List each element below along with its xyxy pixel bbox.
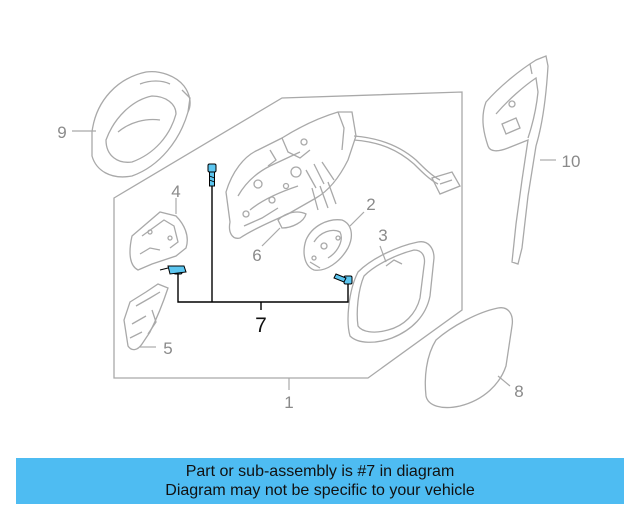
callout-1: 1: [284, 393, 293, 412]
leader-3: [379, 245, 387, 263]
banner-line-part: Part or sub-assembly is #7 in diagram: [185, 463, 455, 480]
callout-7: 7: [255, 314, 267, 337]
callout-8: 8: [514, 382, 523, 401]
parts-diagram: 1 2 3 4 5 6 7 8 9 10: [57, 55, 581, 412]
mirror-cover-part: [91, 70, 191, 178]
callout-9: 9: [57, 123, 66, 142]
screw-bracket-lines: [177, 186, 349, 310]
callout-2: 2: [366, 195, 375, 214]
leader-2: [349, 211, 365, 227]
screw-right: [333, 273, 353, 285]
lower-cap-part: [123, 283, 169, 351]
wire-harness: [353, 135, 461, 195]
callout-6: 6: [252, 246, 261, 265]
mirror-frame-part: [225, 111, 357, 239]
screw-left: [159, 265, 187, 275]
info-banner: Part or sub-assembly is #7 in diagram Di…: [16, 458, 624, 504]
callout-10: 10: [562, 152, 581, 171]
cover-bracket-part: [129, 211, 188, 271]
callout-4: 4: [171, 182, 180, 201]
leader-8: [497, 375, 511, 387]
mirror-glass-part: [424, 307, 514, 409]
glass-holder-part: [347, 241, 435, 343]
actuator-part: [303, 219, 353, 271]
callout-3: 3: [378, 226, 387, 245]
callout-5: 5: [163, 339, 172, 358]
door-trim-part: [482, 55, 549, 265]
leader-6: [261, 227, 281, 247]
screw-top: [207, 163, 217, 187]
banner-line-disclaimer: Diagram may not be specific to your vehi…: [165, 482, 475, 499]
assembly-outline: [113, 91, 463, 379]
